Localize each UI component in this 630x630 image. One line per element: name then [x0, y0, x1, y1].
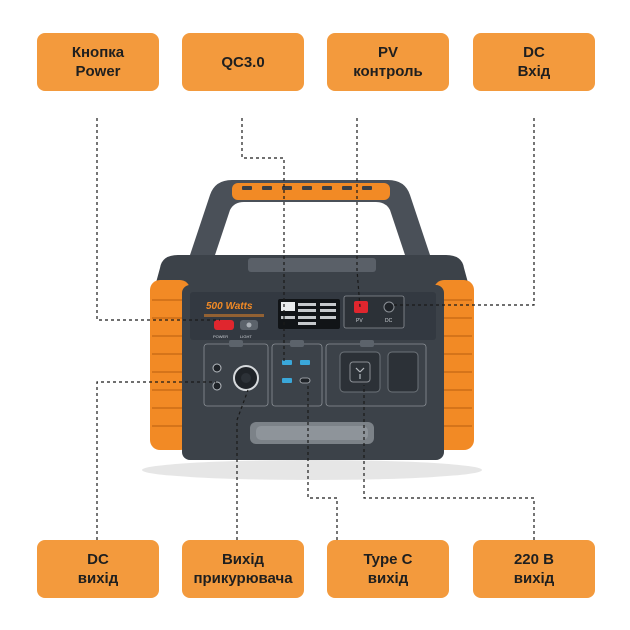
lcd-battery-icon	[281, 302, 295, 311]
ac-module-button[interactable]	[360, 340, 374, 347]
dc-output-port-2[interactable]	[212, 381, 222, 391]
label-power-button: Кнопка Power	[37, 33, 159, 91]
top-light-panel	[248, 258, 376, 272]
carry-handle	[190, 180, 430, 255]
car-socket-center	[241, 373, 251, 383]
label-car-output: Вихід прикурювача	[182, 540, 304, 598]
qc30-usb-port-1[interactable]	[282, 360, 292, 365]
label-typec-output: Type C вихід	[327, 540, 449, 598]
power-button[interactable]	[214, 320, 234, 330]
dc-input-port[interactable]	[383, 301, 395, 313]
bottom-vent-inner	[256, 426, 368, 440]
usb-module-button[interactable]	[290, 340, 304, 347]
brand-underline	[204, 314, 264, 317]
label-dc-input: DC Вхід	[473, 33, 595, 91]
usb-port-3[interactable]	[282, 378, 292, 383]
label-qc30: QC3.0	[182, 33, 304, 91]
brand-label: 500 Watts	[206, 301, 253, 312]
dc-caption: DC	[385, 318, 393, 324]
light-button-caption: LIGHT	[240, 334, 252, 339]
label-ac-output: 220 В вихід	[473, 540, 595, 598]
pv-caption: PV	[356, 318, 363, 324]
handle-grip	[232, 183, 390, 200]
light-icon	[246, 322, 252, 328]
qc30-usb-port-2[interactable]	[300, 360, 310, 365]
label-pv-control: PV контроль	[327, 33, 449, 91]
device-shadow	[142, 460, 482, 480]
top-shell	[154, 255, 470, 290]
label-dc-output: DC вихід	[37, 540, 159, 598]
typec-port[interactable]	[299, 377, 311, 384]
ac-outlet-2[interactable]	[387, 351, 419, 393]
dc-module-button[interactable]	[229, 340, 243, 347]
power-button-caption: POWER	[213, 334, 228, 339]
input-panel	[343, 295, 405, 329]
dc-output-port-1[interactable]	[212, 363, 222, 373]
pv-control-switch[interactable]	[354, 301, 368, 313]
